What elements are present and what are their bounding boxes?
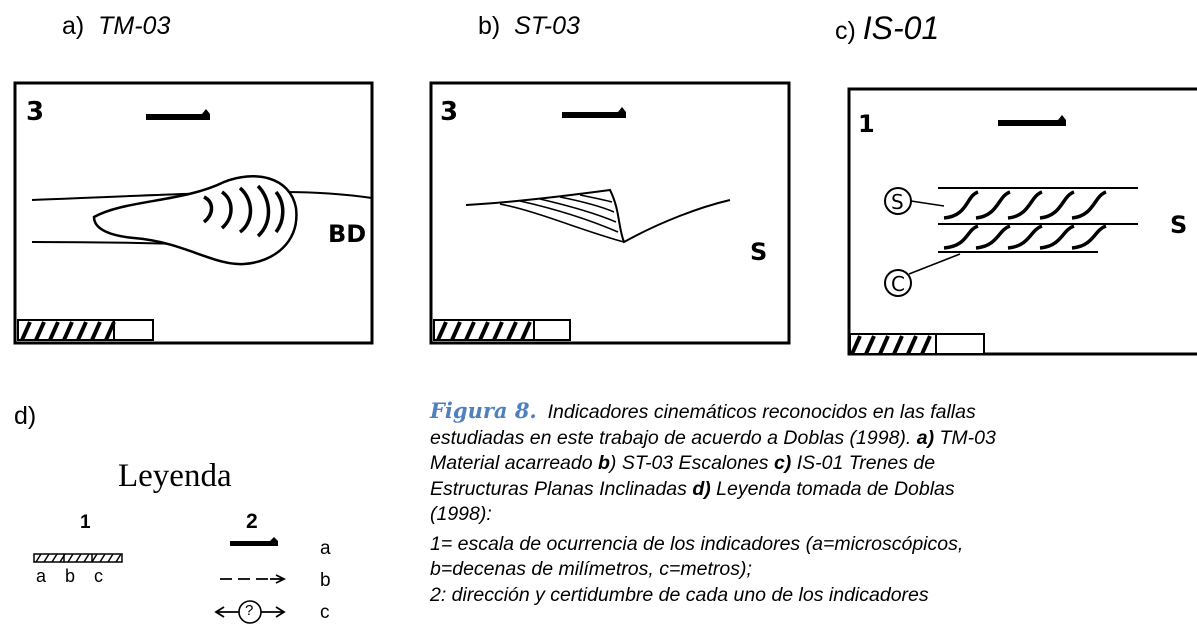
panel-c-number: 1 <box>858 110 875 138</box>
panel-b-code: ST-03 <box>514 12 580 40</box>
panel-a-shear-arrow <box>146 109 210 120</box>
panel-b-svg: 3 S <box>429 81 791 345</box>
legend-row-c: c <box>320 602 330 623</box>
caption-line-7: b=decenas de milímetros, c=metros); <box>430 558 752 580</box>
panel-c-letter: c) <box>835 17 856 45</box>
panel-c-c-leader <box>908 253 961 275</box>
panel-a-frame <box>13 81 374 345</box>
caption-line-8: 2: dirección y certidumbre de cada uno d… <box>430 583 929 606</box>
panel-c-diagram: 1 S C S <box>847 87 1197 356</box>
panel-c-c-circle-label: C <box>891 272 905 296</box>
legend-col2-heading: 2 <box>246 510 258 533</box>
panel-c-frame <box>847 87 1197 356</box>
caption-line-1: Figura 8. Indicadores cinemáticos recono… <box>430 398 976 423</box>
panel-b-scale-bar <box>433 319 571 341</box>
panel-b-striations <box>499 194 625 243</box>
panel-a-label: a) TM-03 <box>62 12 170 41</box>
caption-line-2: estudiadas en este trabajo de acuerdo a … <box>430 426 996 449</box>
legend-symbols <box>33 537 287 624</box>
panel-c-label: c) IS-01 <box>835 10 939 47</box>
panel-b-frame <box>429 81 791 345</box>
panel-a-number: 3 <box>26 97 44 127</box>
panel-a-fractures <box>202 184 285 238</box>
panel-a-diagram: 3 BD <box>13 81 374 345</box>
panel-a-right-label: BD <box>328 220 366 248</box>
panel-a-code: TM-03 <box>98 12 171 40</box>
panel-c-c-circle <box>884 269 912 297</box>
panel-b-label: b) ST-03 <box>478 12 580 41</box>
legend-arrow-uncertain <box>214 600 286 624</box>
panel-b-letter: b) <box>478 12 501 40</box>
panel-a-clast <box>92 175 298 266</box>
panel-a-svg: 3 BD <box>13 81 374 345</box>
legend-col1-heading: 1 <box>80 512 91 533</box>
legend-arrow-certain <box>230 537 278 546</box>
panel-c-scale-bar <box>849 333 985 355</box>
panel-a-scale-bar <box>17 319 154 341</box>
panel-b-shear-arrow <box>562 107 626 118</box>
figure-caption: Figura 8. Indicadores cinemáticos recono… <box>430 398 1197 608</box>
panel-c-shear-arrow <box>998 115 1066 126</box>
legend-row-a: a <box>320 538 331 559</box>
legend-arrow-dashed <box>220 574 287 584</box>
caption-line-5: (1998): <box>430 503 492 525</box>
panel-c-s-circle-label: S <box>891 190 904 214</box>
panel-c-right-label: S <box>1170 211 1187 239</box>
legend-scale-bar <box>33 553 123 563</box>
legend-title: Leyenda <box>118 458 232 494</box>
panel-c-s-planes-upper <box>943 190 1107 220</box>
caption-line-6: 1= escala de ocurrencia de los indicador… <box>430 532 964 555</box>
caption-line-3: Material acarreado b) ST-03 Escalones c)… <box>430 452 936 474</box>
panel-c-s-leader <box>910 200 945 207</box>
panel-d-letter: d) <box>14 402 37 430</box>
panel-c-code: IS-01 <box>862 10 940 46</box>
panel-c-svg: 1 S C S <box>847 87 1197 356</box>
panel-b-number: 3 <box>440 97 458 127</box>
legend-row-b: b <box>320 570 331 591</box>
figure-label: Figura 8. <box>430 398 537 423</box>
legend-question-mark: ? <box>245 602 254 619</box>
panel-c-s-planes-lower <box>943 224 1107 250</box>
panel-b-diagram: 3 S <box>429 81 792 345</box>
panel-a-letter: a) <box>62 12 85 40</box>
legend-scale-letters: a b c <box>36 566 111 586</box>
caption-line-4: Estructuras Planas Inclinadas d) Leyenda… <box>430 477 955 500</box>
panel-b-right-label: S <box>750 238 767 266</box>
panel-b-step-profile <box>465 188 731 244</box>
